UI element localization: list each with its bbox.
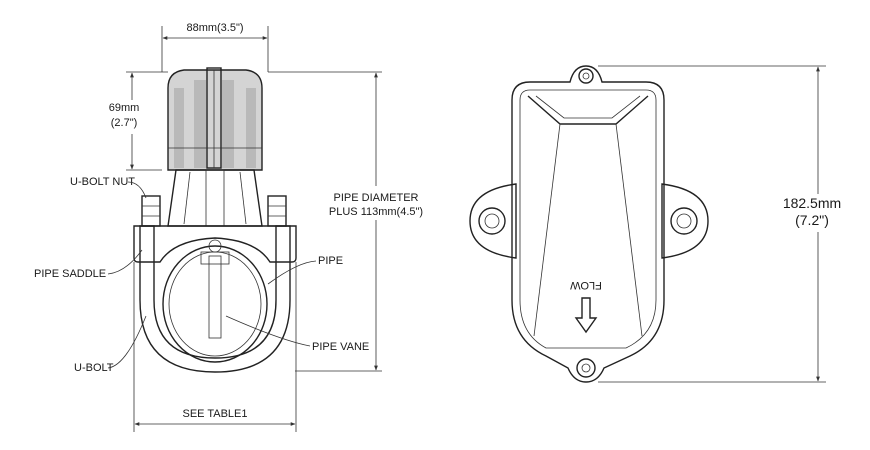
length-dimension: 182.5mm (7.2") [598,65,846,383]
ubolt-nuts [141,195,287,227]
top-view: 182.5mm (7.2") [469,65,846,383]
width-dimension: 88mm(3.5") [161,22,269,72]
pipe-label: PIPE [318,255,343,267]
ubolt [139,225,291,373]
length-label-2: (7.2") [795,212,829,228]
sensor-cap [167,67,263,171]
pipe-vane-label: PIPE VANE [312,341,369,353]
housing-neck [167,169,263,227]
callouts: U-BOLT NUT PIPE SADDLE U-BOLT PIPE PIPE … [34,176,369,374]
cap-height-label-2: (2.7") [111,117,138,129]
overall-height-dimension: PIPE DIAMETER PLUS 113mm(4.5") [268,71,423,372]
pipe-diameter-label-2: PLUS 113mm(4.5") [329,206,423,218]
saddle-width-dimension: SEE TABLE1 [133,262,297,432]
cover-ridge [527,95,649,337]
cap-height-dimension: 69mm (2.7") [104,71,168,171]
flow-arrow-icon [574,297,598,334]
flow-indicator: FLOW [569,279,602,334]
pipe-saddle-label: PIPE SADDLE [34,268,106,280]
flow-label: FLOW [569,279,601,291]
see-table-label: SEE TABLE1 [182,408,247,420]
pipe-section [162,239,268,363]
cap-height-label-1: 69mm [109,102,140,114]
side-view: 88mm(3.5") 69mm (2.7") PIPE DIAMETER PLU… [34,22,423,432]
housing-body [511,65,665,383]
pipe-diameter-label-1: PIPE DIAMETER [334,192,419,204]
length-label-1: 182.5mm [783,195,841,211]
ubolt-nut-label: U-BOLT NUT [70,176,135,188]
mounting-lugs [469,183,709,259]
width-dimension-label: 88mm(3.5") [186,22,243,34]
ubolt-label: U-BOLT [74,362,114,374]
pipe-saddle [133,225,297,263]
